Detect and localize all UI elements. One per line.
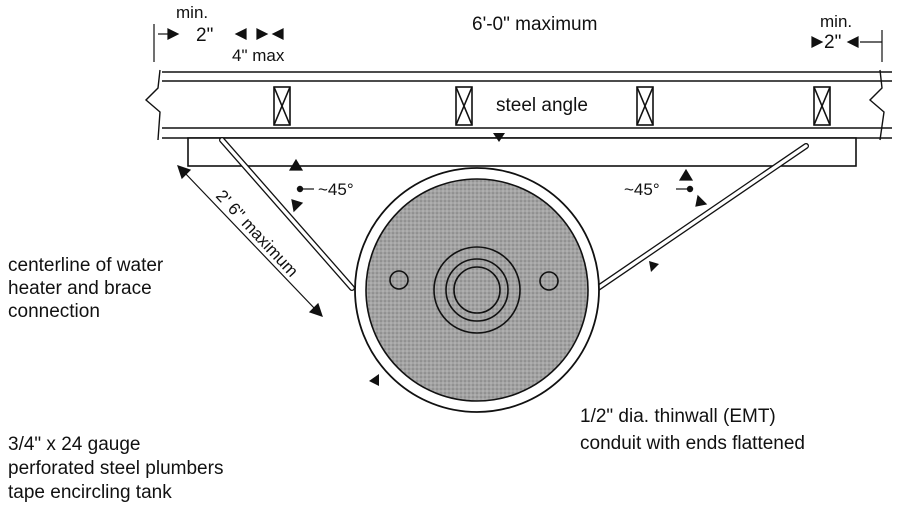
steel-angle-arrow bbox=[493, 133, 505, 142]
water-heater-tank bbox=[354, 167, 600, 413]
right-angle-indicator bbox=[676, 168, 708, 207]
blocking-3 bbox=[636, 86, 654, 126]
right-min-value: 2" bbox=[824, 32, 842, 53]
right-min-label: min. bbox=[820, 12, 853, 31]
right-min-arrow-2 bbox=[846, 36, 859, 48]
strap-note-line-1: 3/4" x 24 gauge bbox=[8, 434, 141, 455]
right-brace bbox=[595, 143, 809, 291]
right-fitting bbox=[539, 271, 559, 291]
blocking-4 bbox=[813, 86, 831, 126]
brace-dim-arrow-bottom bbox=[308, 302, 323, 317]
left-angle-indicator bbox=[288, 158, 314, 213]
right-break-line bbox=[868, 69, 885, 141]
tank-ring-inner bbox=[453, 266, 501, 314]
strap-note-line-3: tape encircling tank bbox=[8, 482, 172, 503]
left-min-label: min. bbox=[176, 3, 209, 22]
brace-dim-arrow-top bbox=[177, 165, 192, 180]
conduit-pointer-arrow bbox=[649, 261, 659, 272]
top-dimension-marks bbox=[153, 24, 883, 62]
tank-body bbox=[365, 178, 589, 402]
blocking-1 bbox=[273, 86, 291, 126]
conduit-note-line-1: 1/2" dia. thinwall (EMT) bbox=[580, 406, 776, 427]
tank-ring-middle bbox=[445, 258, 509, 322]
left-min-arrow-2 bbox=[234, 28, 247, 40]
gap-arrow-left bbox=[256, 28, 269, 40]
right-angle-label: ~45° bbox=[624, 180, 660, 199]
left-angle-label: ~45° bbox=[318, 180, 354, 199]
right-min-arrow-1 bbox=[811, 36, 824, 48]
tank-ring-outer bbox=[433, 246, 521, 334]
centerline-note-line-1: centerline of water bbox=[8, 255, 164, 276]
brace-length-dimension bbox=[177, 165, 323, 317]
left-break-line bbox=[144, 69, 161, 141]
strap-pointer-arrow bbox=[369, 374, 379, 386]
left-brace bbox=[219, 137, 355, 291]
centerline-note-line-2: heater and brace bbox=[8, 278, 152, 299]
strap-note-line-2: perforated steel plumbers bbox=[8, 458, 224, 479]
span-max-label: 6'-0" maximum bbox=[472, 14, 598, 35]
gap-arrow-right bbox=[271, 28, 284, 40]
left-min-arrow bbox=[167, 28, 180, 40]
conduit-note: 1/2" dia. thinwall (EMT) conduit with en… bbox=[580, 403, 805, 457]
left-fitting bbox=[389, 270, 409, 290]
centerline-note: centerline of water heater and brace con… bbox=[8, 254, 163, 323]
gap-max-label: 4" max bbox=[232, 46, 285, 65]
centerline-note-line-3: connection bbox=[8, 301, 100, 322]
strap-note: 3/4" x 24 gauge perforated steel plumber… bbox=[8, 433, 223, 505]
steel-angle-plate bbox=[187, 137, 857, 167]
steel-angle-label: steel angle bbox=[496, 95, 588, 116]
left-min-value: 2" bbox=[196, 25, 214, 46]
conduit-note-line-2: conduit with ends flattened bbox=[580, 433, 805, 454]
blocking-2 bbox=[455, 86, 473, 126]
